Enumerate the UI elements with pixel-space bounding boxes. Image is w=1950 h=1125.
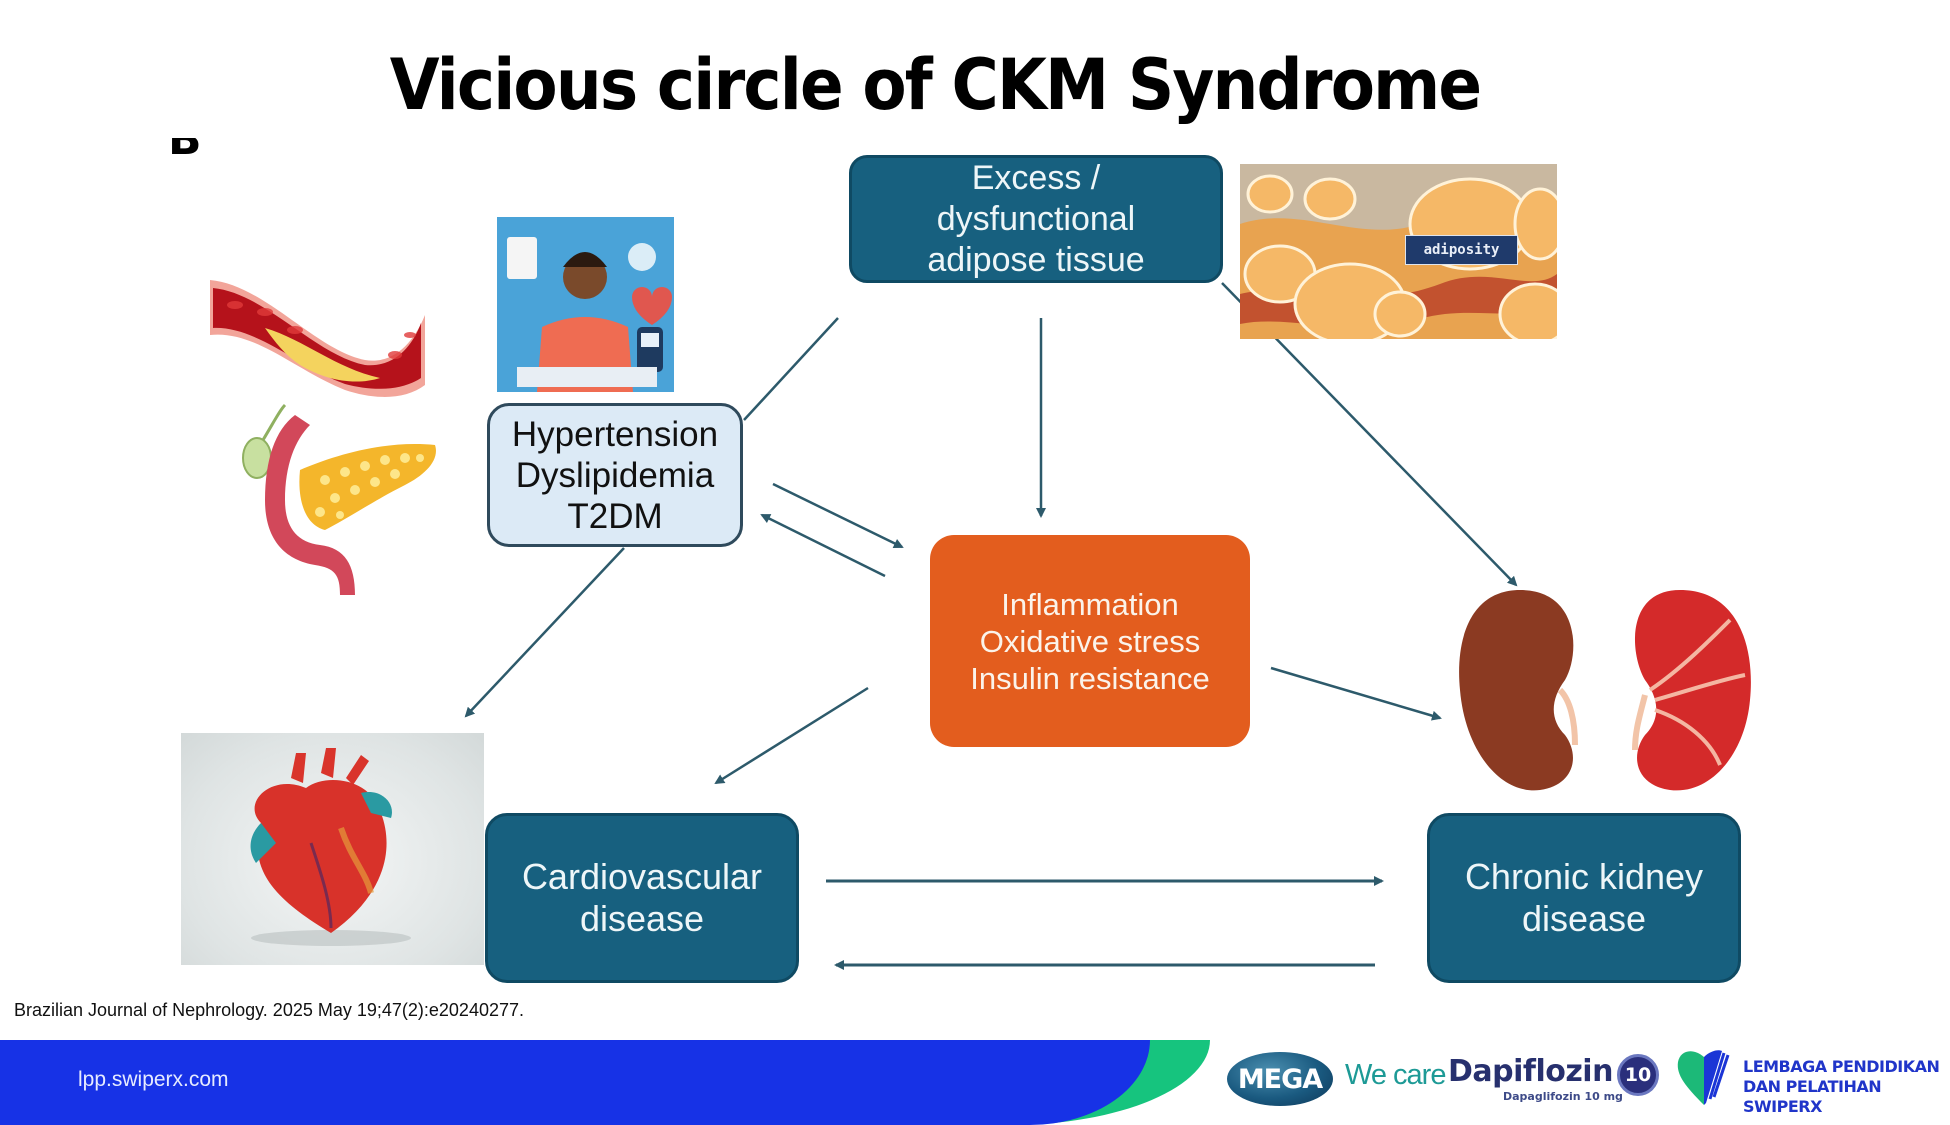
node-chronic-kidney-disease: Chronic kidney disease [1427,813,1741,983]
mega-logo: MEGA [1227,1052,1333,1106]
arrow-inflammation-to-ckd [1270,666,1442,721]
arrow-inflammation-to-cvd [714,686,869,785]
adiposity-label: adiposity [1405,235,1518,265]
adipose-tissue-illustration: adiposity [1240,164,1557,339]
footer-bar: lpp.swiperx.com [0,1040,1950,1125]
lpp-org-name: LEMBAGA PENDIDIKAN DAN PELATIHAN SWIPERX [1743,1057,1940,1116]
slide-title: Vicious circle of CKM Syndrome [389,44,1482,126]
edge-adipose-to-risk [743,317,839,421]
blood-vessel-illustration [210,280,425,397]
heart-book-logo-icon [1677,1050,1730,1105]
arrow-risk-to-inflammation [772,482,904,549]
heart-illustration [181,733,484,965]
dapiflozin-logo: Dapiflozin [1448,1054,1613,1089]
footer-blue-band [0,1040,1150,1125]
figure-label: B [168,138,202,165]
node-risk-factors: Hypertension Dyslipidemia T2DM [487,403,743,547]
dose-badge: 10 [1617,1054,1659,1096]
node-cardiovascular-disease: Cardiovascular disease [485,813,799,983]
pancreas-illustration [242,403,436,595]
node-adipose-tissue: Excess / dysfunctional adipose tissue [849,155,1223,283]
patient-glucose-illustration [497,217,674,392]
dapiflozin-subtitle: Dapaglifozin 10 mg [1503,1090,1623,1103]
footer-url-link[interactable]: lpp.swiperx.com [78,1068,229,1091]
arrow-inflammation-to-risk [760,513,886,578]
we-care-tagline: We care [1345,1059,1446,1091]
node-inflammation: Inflammation Oxidative stress Insulin re… [930,535,1250,747]
kidneys-illustration [1459,590,1751,791]
citation: Brazilian Journal of Nephrology. 2025 Ma… [14,1000,524,1020]
arrow-risk-to-cvd [464,547,625,718]
